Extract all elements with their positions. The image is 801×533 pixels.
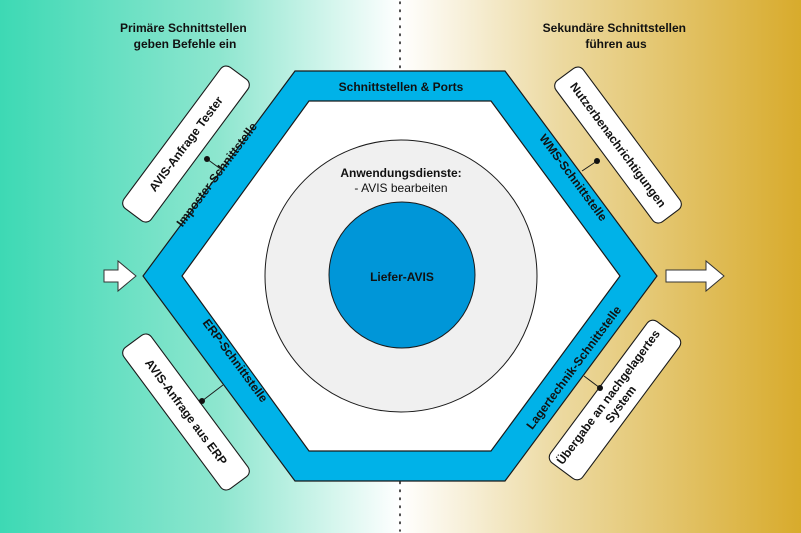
adapter-box — [554, 66, 682, 224]
domain-core-circle — [328, 201, 476, 349]
connector-line — [206, 158, 223, 171]
primary-header: Primäre Schnittstellen geben Befehle ein — [120, 21, 250, 51]
connector-dot — [597, 385, 603, 391]
arrow-right-icon — [665, 259, 725, 293]
connector-dot — [204, 156, 210, 162]
application-services-title: Anwendungsdienste: — [340, 166, 461, 180]
adapter-box — [122, 65, 250, 223]
ports-label: Schnittstellen & Ports — [339, 80, 464, 94]
connector-line — [583, 375, 601, 389]
connector-dot — [594, 158, 600, 164]
secondary-header: Sekundäre Schnittstellen führen aus — [543, 21, 690, 51]
connector-line — [581, 160, 598, 172]
domain-core-label: Liefer-AVIS — [370, 270, 434, 284]
connector-dot — [199, 398, 205, 404]
arrow-right-icon — [103, 259, 137, 293]
connector-line — [201, 384, 224, 402]
application-services-item: - AVIS bearbeiten — [354, 181, 447, 195]
